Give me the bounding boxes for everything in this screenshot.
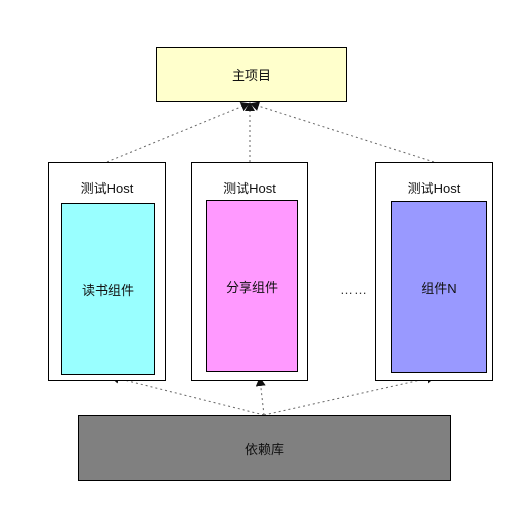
arrow-host3-to-main — [250, 101, 435, 163]
ellipsis: …… — [340, 282, 368, 297]
reading-component-label: 读书组件 — [81, 282, 134, 298]
test-host-3: 测试Host 组件N — [375, 162, 493, 381]
main-project-label: 主项目 — [231, 68, 271, 83]
test-host-3-label: 测试Host — [407, 181, 461, 196]
dependency-library-label: 依赖库 — [244, 441, 284, 457]
arrow-host1-to-main — [106, 102, 250, 163]
main-project-box: 主项目 — [156, 47, 347, 102]
arrow-dep-to-host2 — [255, 377, 266, 416]
component-n-box: 组件N — [391, 201, 487, 373]
test-host-2: 测试Host 分享组件 — [191, 162, 308, 381]
dependency-library-box: 依赖库 — [78, 415, 451, 481]
arrow-dep-to-host1 — [110, 373, 265, 416]
test-host-1: 测试Host 读书组件 — [48, 162, 166, 381]
arrow-dep-to-host3 — [263, 373, 436, 416]
share-component-box: 分享组件 — [206, 200, 298, 372]
test-host-1-label: 测试Host — [80, 181, 134, 196]
component-n-label: 组件N — [421, 280, 457, 296]
share-component-label: 分享组件 — [225, 279, 278, 295]
test-host-2-label: 测试Host — [223, 181, 276, 196]
reading-component-box: 读书组件 — [61, 203, 155, 375]
